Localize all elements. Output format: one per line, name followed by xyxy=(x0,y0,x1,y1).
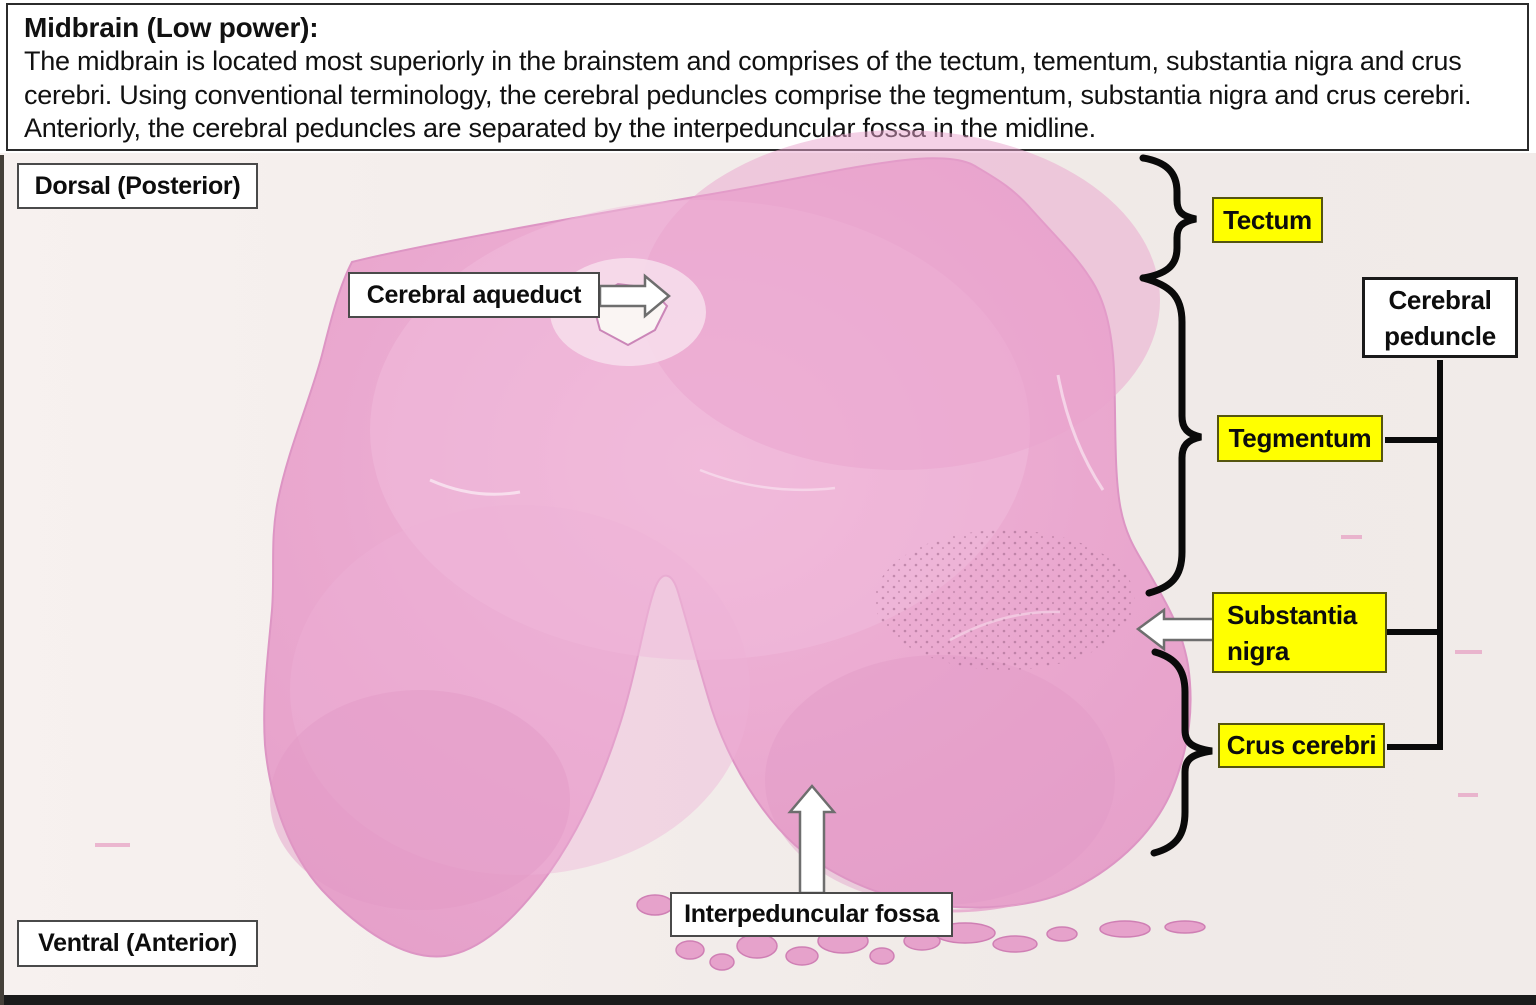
midbrain-tissue-section xyxy=(263,130,1192,958)
slide-left-edge xyxy=(0,155,4,1005)
tectum-label: Tectum xyxy=(1212,197,1323,243)
figure-title: Midbrain (Low power): xyxy=(24,12,319,43)
dorsal-posterior-label: Dorsal (Posterior) xyxy=(17,163,258,209)
slide-artifacts xyxy=(95,535,1482,847)
crus-cerebri-label: Crus cerebri xyxy=(1218,723,1385,768)
figure-description: The midbrain is located most superiorly … xyxy=(24,46,1472,143)
substantia-nigra-label: Substantia nigra xyxy=(1212,592,1387,673)
tegmentum-brace xyxy=(1139,274,1202,597)
slide-bottom-edge xyxy=(0,995,1536,1005)
interpeduncular-fossa-label: Interpeduncular fossa xyxy=(670,892,953,937)
cerebral-aqueduct-label: Cerebral aqueduct xyxy=(348,272,600,318)
ventral-anterior-label: Ventral (Anterior) xyxy=(17,920,258,967)
substantia-nigra-region xyxy=(875,530,1135,670)
header-text-box: Midbrain (Low power): The midbrain is lo… xyxy=(6,3,1529,151)
crus-cerebri-brace xyxy=(1150,648,1213,857)
cerebral-aqueduct-arrow xyxy=(598,273,671,319)
tegmentum-label: Tegmentum xyxy=(1217,415,1383,462)
cerebral-peduncle-label: Cerebral peduncle xyxy=(1362,277,1518,358)
tectum-brace xyxy=(1139,154,1197,282)
peduncle-connector-line xyxy=(1385,360,1443,750)
